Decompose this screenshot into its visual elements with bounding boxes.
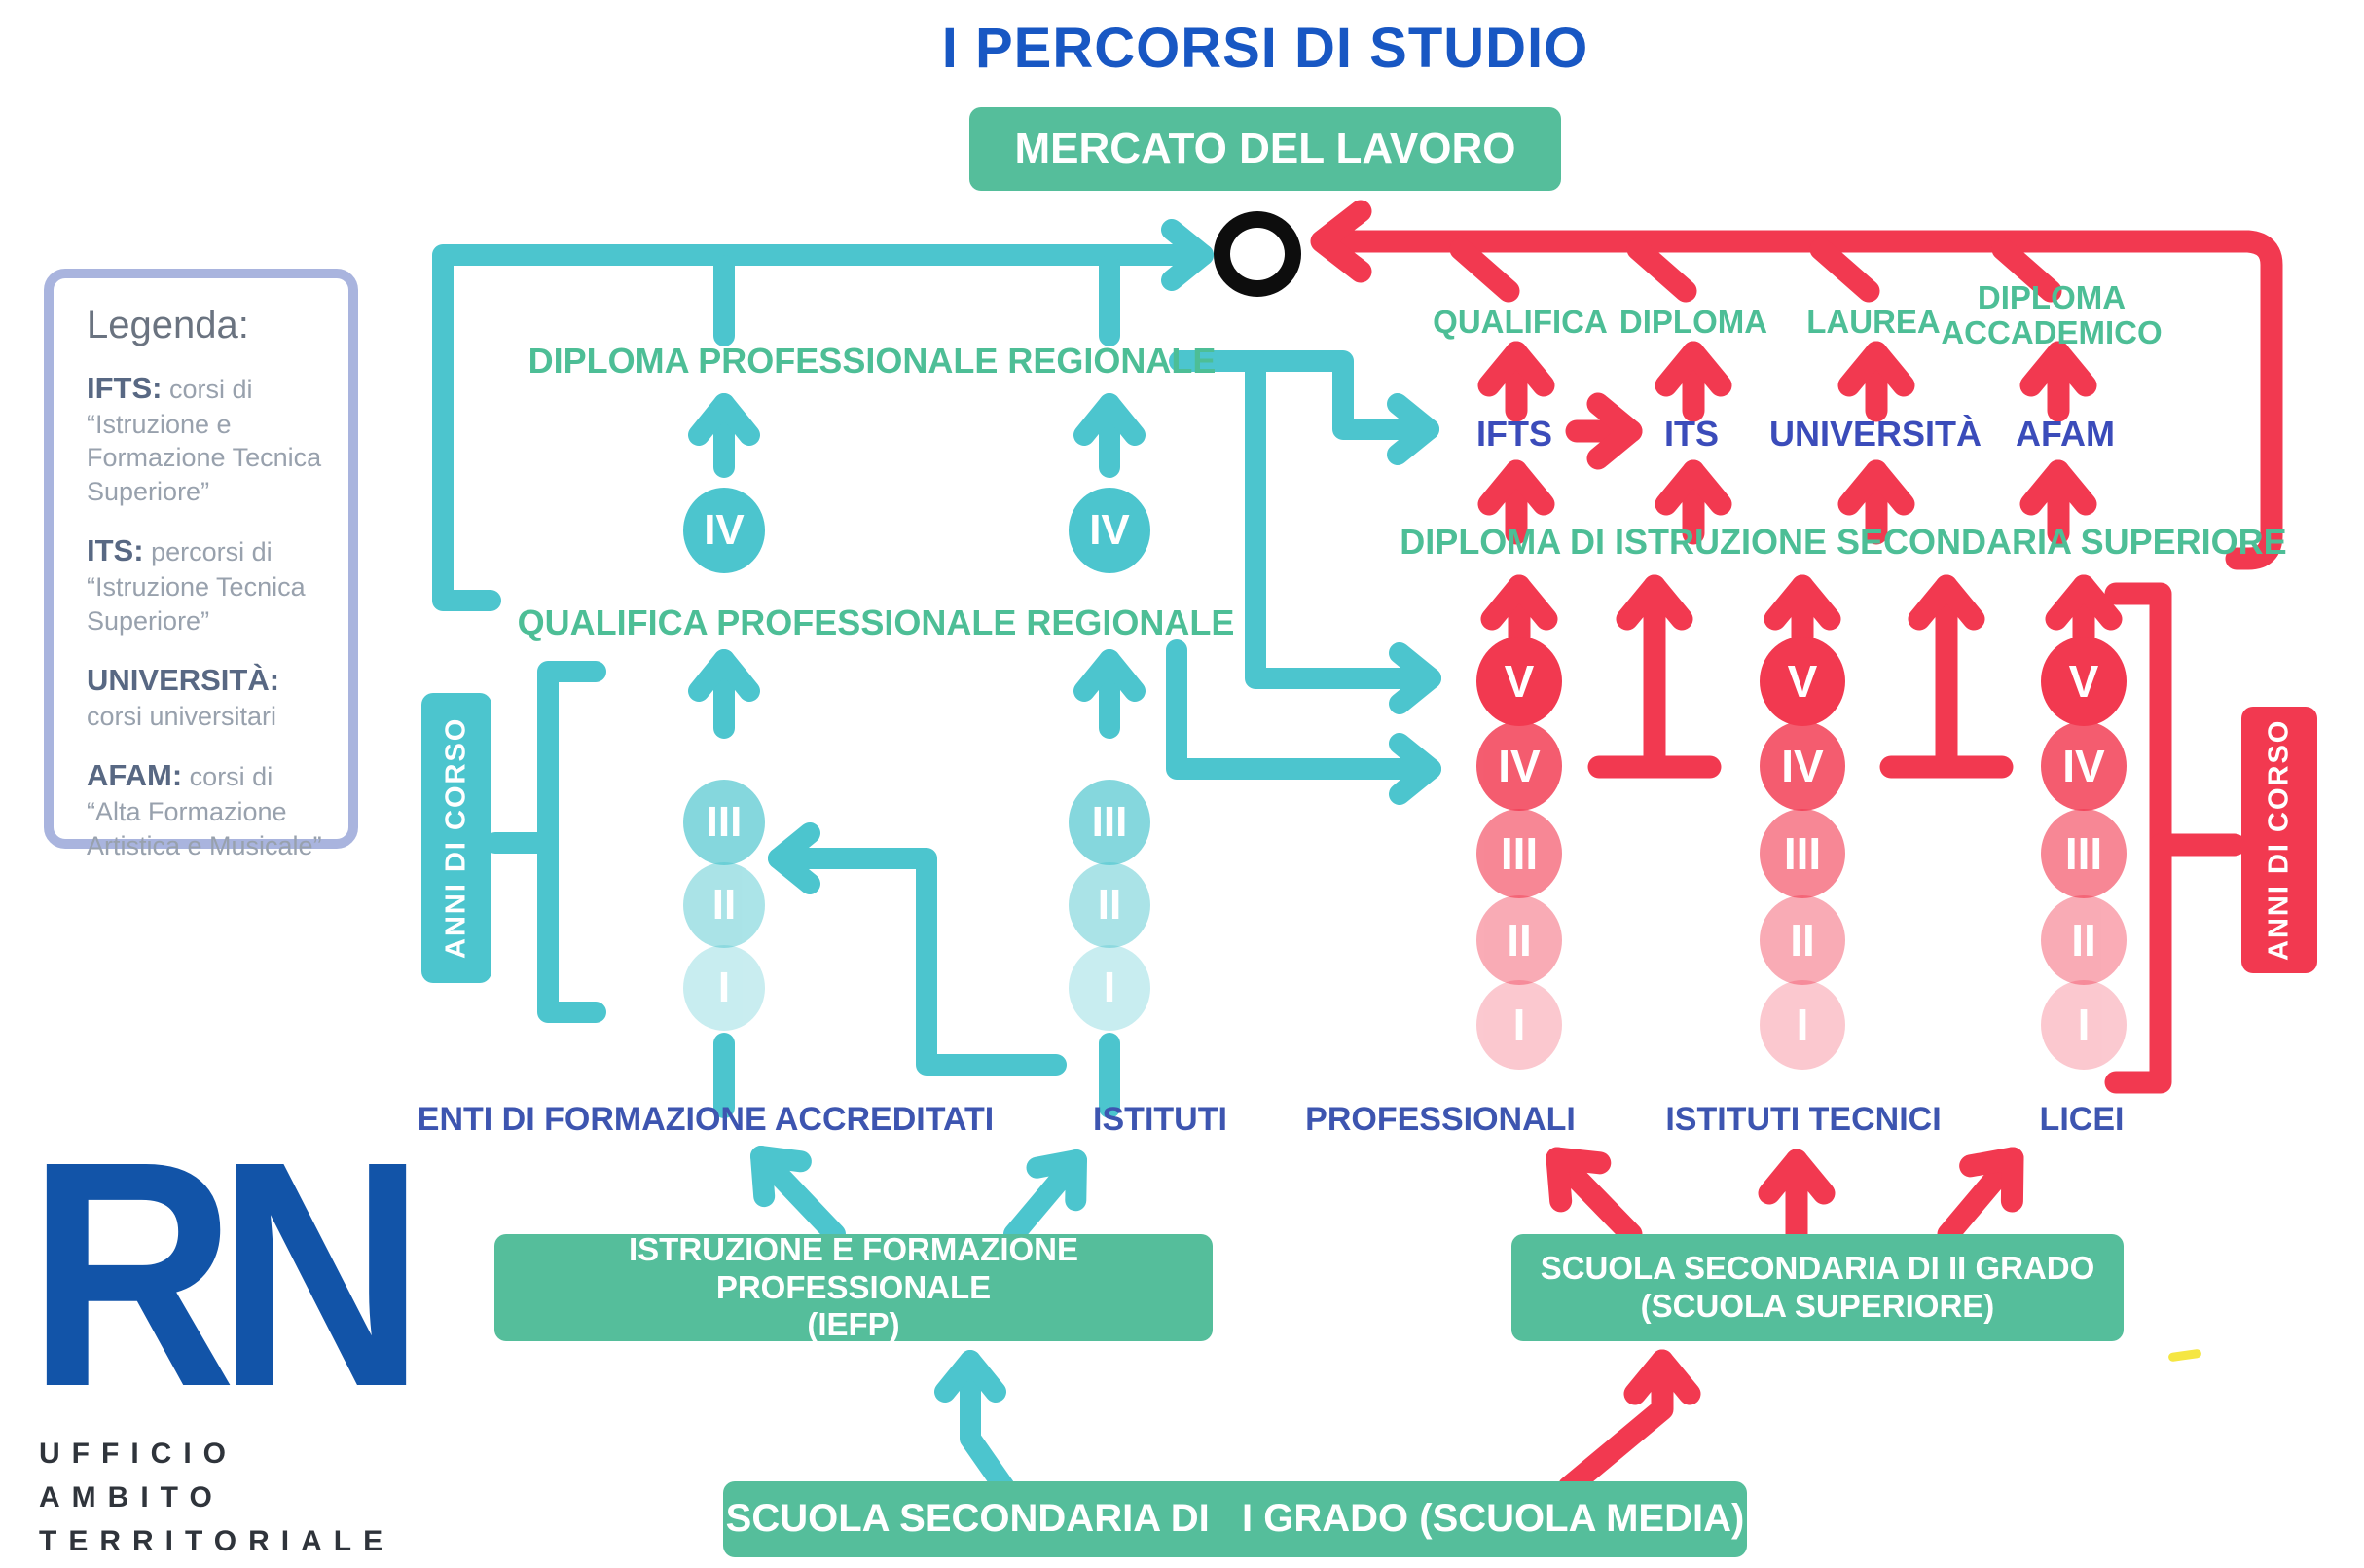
label-professionali: PROFESSIONALI — [1305, 1101, 1576, 1138]
iefp-box: ISTRUZIONE E FORMAZIONE PROFESSIONALE (I… — [494, 1231, 1213, 1342]
legend-item-its: ITS: percorsi di “Istruzione Tecnica Sup… — [87, 533, 306, 636]
label-enti-formazione: ENTI DI FORMAZIONE ACCREDITATI — [417, 1101, 995, 1138]
institution-its: ITS — [1663, 414, 1720, 454]
heading-diploma-istruzione-secondaria: DIPLOMA DI ISTRUZIONE SECONDARIA SUPERIO… — [1400, 522, 2287, 562]
year-circle-licei-IV: IV — [2041, 721, 2127, 811]
labor-market-box: MERCATO DEL LAVORO — [969, 107, 1561, 191]
red-arrow-sup-to-professionali — [1546, 1147, 1643, 1246]
heading-diploma-professionale-regionale: DIPLOMA PROFESSIONALE REGIONALE — [527, 341, 1217, 381]
anni-di-corso-right-badge: ANNI DI CORSO — [2241, 707, 2317, 973]
teal-loop-to-labor-market-arrow — [432, 219, 1214, 611]
red-slash-qualifica — [1449, 237, 1520, 303]
year-circle-prof-III: III — [1476, 809, 1562, 898]
year-circle-iefp2-IV: IV — [1069, 488, 1150, 573]
degree-diploma-accademico: DIPLOMA ACCADEMICO — [1941, 279, 2163, 350]
year-circle-iefp1-IV: IV — [683, 488, 765, 573]
legend-item-universita: UNIVERSITÀ: corsi universitari — [87, 663, 280, 731]
red-slash-laurea — [1809, 237, 1880, 303]
year-circle-prof-V: V — [1476, 637, 1562, 726]
institution-universita: UNIVERSITÀ — [1768, 414, 1982, 454]
heading-qualifica-professionale-regionale: QUALIFICA PROFESSIONALE REGIONALE — [517, 602, 1235, 642]
scuola-media-box: SCUOLA SECONDARIA DI I GRADO (SCUOLA MED… — [723, 1481, 1747, 1557]
year-circle-licei-I: I — [2041, 980, 2127, 1070]
year-circle-prof-II: II — [1476, 895, 1562, 985]
logo-sub-territoriale: TERRITORIALE — [39, 1525, 395, 1557]
teal-branch-to-year4 — [1166, 639, 1441, 805]
year-circle-iefp2-III: III — [1069, 780, 1150, 865]
scuola-superiore-box: SCUOLA SECONDARIA DI II GRADO (SCUOLA SU… — [1511, 1234, 2124, 1341]
red-trunk-to-labor-market — [1318, 230, 2283, 570]
year-circle-iefp1-I: I — [683, 945, 765, 1031]
degree-diploma: DIPLOMA — [1618, 304, 1768, 340]
anni-di-corso-left-badge: ANNI DI CORSO — [421, 693, 491, 983]
year-circle-prof-IV: IV — [1476, 721, 1562, 811]
year-circle-licei-V: V — [2041, 637, 2127, 726]
logo-sub-ambito: AMBITO — [39, 1481, 224, 1513]
year-circle-iefp1-III: III — [683, 780, 765, 865]
legend-box: Legenda: IFTS: corsi di “Istruzione e Fo… — [44, 269, 358, 860]
red-arrowhead-labor-market — [1310, 200, 1372, 283]
teal-arrow-iefp-to-enti — [750, 1146, 846, 1245]
rn-logo: RN — [27, 1094, 425, 1453]
year-circle-tecnici-IV: IV — [1760, 721, 1845, 811]
year-circle-licei-III: III — [2041, 809, 2127, 898]
year-circle-prof-I: I — [1476, 980, 1562, 1070]
red-arrow-sup-to-licei — [1937, 1147, 2024, 1246]
red-slash-accademico — [1991, 237, 2062, 303]
label-istituti: ISTITUTI — [1093, 1101, 1227, 1138]
legend-item-afam: AFAM: corsi di “Alta Formazione Artistic… — [87, 758, 322, 860]
label-licei: LICEI — [2039, 1101, 2125, 1138]
legend-item-ifts: IFTS: corsi di “Istruzione e Formazione … — [87, 371, 322, 506]
year-circle-iefp1-II: II — [683, 862, 765, 948]
teal-arrow-media-to-iefp — [934, 1350, 1015, 1498]
label-istituti-tecnici: ISTITUTI TECNICI — [1665, 1101, 1942, 1138]
institution-afam: AFAM — [2016, 414, 2115, 454]
degree-qualifica: QUALIFICA — [1433, 304, 1608, 340]
red-arrow-media-to-superiore — [1557, 1349, 1701, 1499]
page-title: I PERCORSI DI STUDIO — [941, 17, 1589, 80]
institution-ifts: IFTS — [1476, 414, 1552, 454]
year-circle-tecnici-II: II — [1760, 895, 1845, 985]
red-slash-diploma — [1626, 237, 1697, 303]
teal-arrow-iefp-to-istituti — [1003, 1149, 1087, 1245]
degree-laurea: LAUREA — [1806, 304, 1941, 340]
year-circle-tecnici-I: I — [1760, 980, 1845, 1070]
year-circle-tecnici-V: V — [1760, 637, 1845, 726]
teal-branch-to-ifts — [1169, 350, 1439, 465]
logo-sub-ufficio: UFFICIO — [39, 1438, 237, 1470]
year-circle-tecnici-III: III — [1760, 809, 1845, 898]
teal-transfer-arrow — [768, 822, 1067, 1076]
legend-heading: Legenda: — [87, 304, 249, 346]
year-circle-iefp2-I: I — [1069, 945, 1150, 1031]
year-circle-iefp2-II: II — [1069, 862, 1150, 948]
labor-market-ring — [1214, 211, 1301, 297]
teal-branch-to-year5 — [1245, 350, 1441, 714]
year-circle-licei-II: II — [2041, 895, 2127, 985]
